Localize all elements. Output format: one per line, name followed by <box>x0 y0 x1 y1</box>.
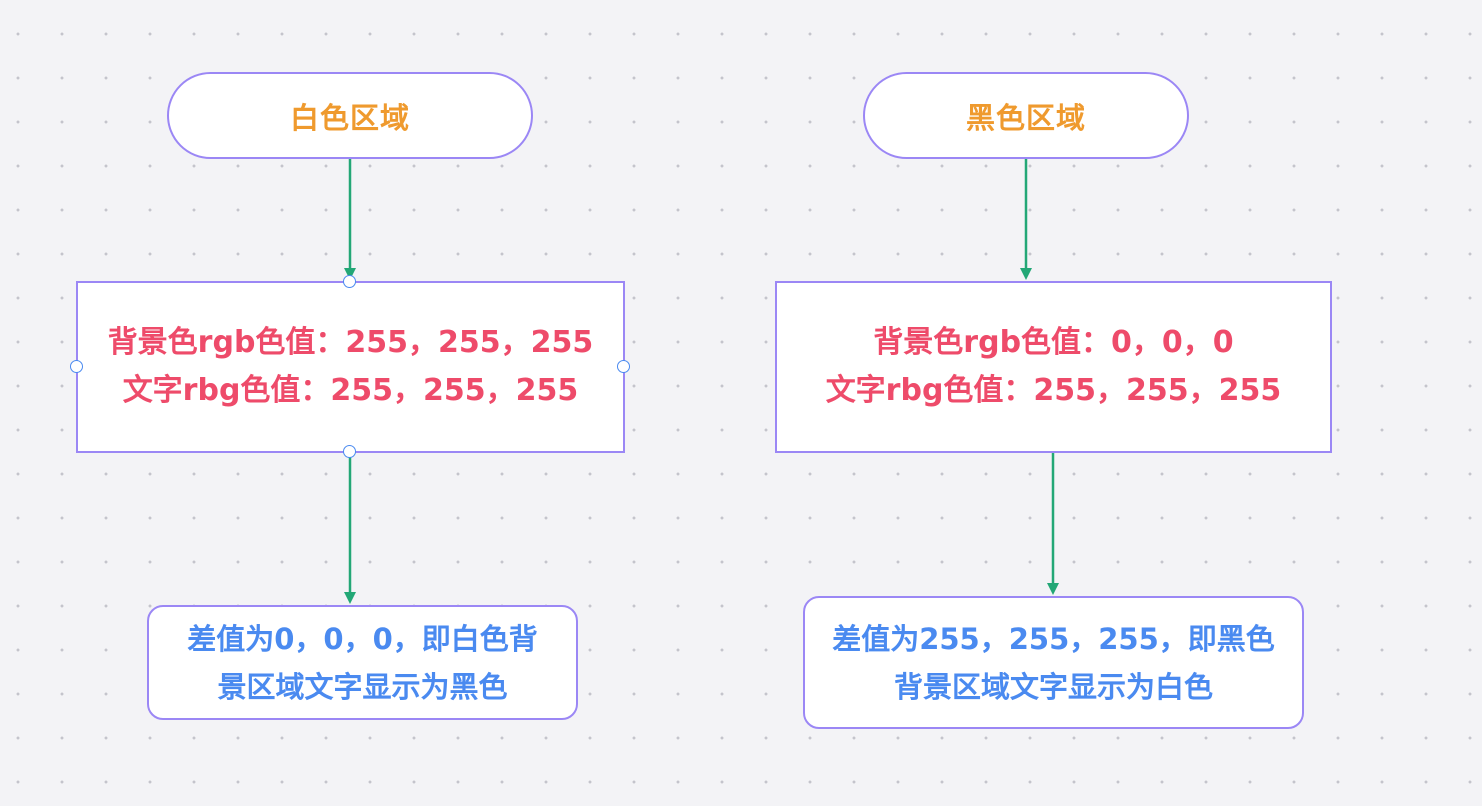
node-black-values-line-2: 文字rbg色值：255，255，255 <box>825 373 1282 408</box>
connection-handle-right[interactable] <box>616 359 630 373</box>
node-white-result-line-2: 景区域文字显示为黑色 <box>217 669 508 704</box>
arrowhead-black-values-to-result <box>1047 583 1059 595</box>
arrowhead-black-region-to-values <box>1020 268 1032 280</box>
node-white-region[interactable]: 白色区域 <box>167 72 533 159</box>
node-black-values-line-1: 背景色rgb色值：0，0，0 <box>873 325 1234 360</box>
node-white-values-line-1: 背景色rgb色值：255，255，255 <box>107 325 594 360</box>
node-white-values-line-2: 文字rbg色值：255，255，255 <box>122 373 579 408</box>
connection-handle-top[interactable] <box>342 274 356 288</box>
node-black-region[interactable]: 黑色区域 <box>863 72 1189 159</box>
connection-handle-bottom[interactable] <box>342 444 356 458</box>
node-white-result[interactable]: 差值为0，0，0，即白色背 景区域文字显示为黑色 <box>147 605 578 720</box>
node-white-result-line-1: 差值为0，0，0，即白色背 <box>187 621 538 656</box>
node-black-result-line-1: 差值为255，255，255，即黑色 <box>832 621 1275 656</box>
node-black-values[interactable]: 背景色rgb色值：0，0，0 文字rbg色值：255，255，255 <box>775 281 1332 453</box>
node-black-result-line-2: 背景区域文字显示为白色 <box>893 669 1213 704</box>
node-black-region-text: 黑色区域 <box>965 100 1086 135</box>
node-black-result[interactable]: 差值为255，255，255，即黑色 背景区域文字显示为白色 <box>803 596 1304 729</box>
node-white-values[interactable]: 背景色rgb色值：255，255，255 文字rbg色值：255，255，255 <box>76 281 625 453</box>
node-white-region-text: 白色区域 <box>289 100 410 135</box>
connection-handle-left[interactable] <box>69 359 83 373</box>
arrowhead-white-region-to-values <box>344 268 356 280</box>
arrowhead-white-values-to-result <box>344 592 356 604</box>
